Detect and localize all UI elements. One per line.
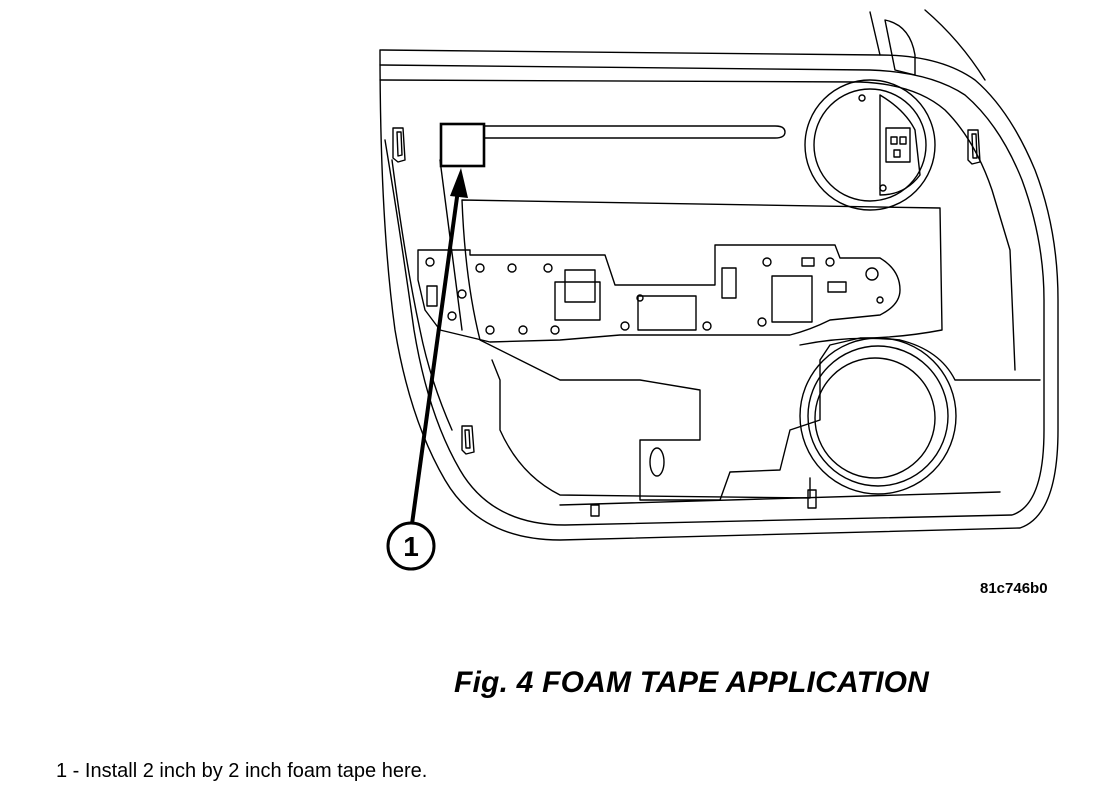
door-outer-outline	[379, 49, 1059, 541]
inner-module-panel	[461, 199, 943, 501]
window-top-edge	[869, 11, 881, 56]
carrier-plate	[417, 244, 901, 343]
plate-hole-1	[425, 257, 435, 267]
plate-cutout-4	[771, 275, 813, 323]
figure-caption: Fig. 4 FOAM TAPE APPLICATION	[454, 666, 930, 699]
plate-cutout-1	[564, 269, 596, 303]
plate-hole-13	[762, 257, 772, 267]
lower-left-clip	[461, 425, 475, 455]
upper-speaker-cutout	[879, 94, 921, 196]
window-top-edge-2	[924, 9, 986, 81]
plate-cutout-1-inner	[554, 281, 601, 321]
plate-hole-6	[447, 311, 457, 321]
plate-hole-11	[702, 321, 712, 331]
plate-hole-4	[543, 263, 553, 273]
upper-trim-line	[379, 79, 1016, 371]
mid-left-clip	[426, 285, 438, 307]
plate-cutout-2	[637, 295, 697, 331]
plate-hole-5	[457, 289, 467, 299]
plate-hole-2	[475, 263, 485, 273]
plate-hole-7	[485, 325, 495, 335]
upper-speaker-outer	[804, 79, 936, 211]
connector-box	[885, 127, 911, 163]
upper-right-clip	[967, 129, 981, 165]
plate-hole-8	[518, 325, 528, 335]
lower-pocket	[491, 359, 811, 499]
lower-speaker-inner	[814, 357, 936, 479]
plate-cutout-5	[801, 257, 815, 267]
left-edge-curve-1	[391, 159, 453, 431]
plate-hole-9	[550, 325, 560, 335]
belt-slot	[483, 125, 786, 139]
mirror-mount	[884, 19, 916, 76]
plate-hole-3	[507, 263, 517, 273]
callout-arrowhead	[450, 168, 468, 198]
pocket-slot	[649, 447, 665, 477]
upper-speaker-inner	[813, 88, 927, 202]
bottom-clip-1	[590, 504, 600, 517]
plate-cutout-6	[827, 281, 847, 293]
upper-right-clip-inner	[971, 133, 978, 159]
upper-left-clip-inner	[396, 131, 403, 157]
speaker-screw-2	[858, 94, 866, 102]
connector-pin-3	[893, 149, 901, 158]
plate-hole-12	[757, 317, 767, 327]
foam-tape-location	[439, 122, 486, 168]
callout-leader-line	[410, 189, 460, 525]
plate-hole-15	[865, 267, 879, 281]
legend-item-1: 1 - Install 2 inch by 2 inch foam tape h…	[56, 760, 428, 782]
door-inner-outline	[379, 64, 1045, 526]
connector-pin-2	[899, 136, 907, 145]
lower-speaker-mid	[807, 345, 949, 487]
callout-number: 1	[403, 531, 419, 562]
connector-pin-1	[890, 136, 898, 145]
plate-cutout-3	[721, 267, 737, 299]
bottom-edge-line	[559, 491, 1001, 506]
plate-hole-17	[636, 294, 644, 302]
upper-left-clip	[392, 127, 406, 163]
lower-speaker-outer	[799, 337, 957, 495]
bottom-clip-2	[807, 489, 817, 509]
plate-hole-14	[825, 257, 835, 267]
plate-hole-10	[620, 321, 630, 331]
speaker-housing	[799, 337, 1041, 381]
drawing-code: 81c746b0	[980, 580, 1048, 597]
lower-left-clip-inner	[464, 429, 471, 449]
callout-circle	[386, 521, 436, 571]
plate-hole-16	[876, 296, 884, 304]
speaker-screw-1	[879, 184, 887, 192]
